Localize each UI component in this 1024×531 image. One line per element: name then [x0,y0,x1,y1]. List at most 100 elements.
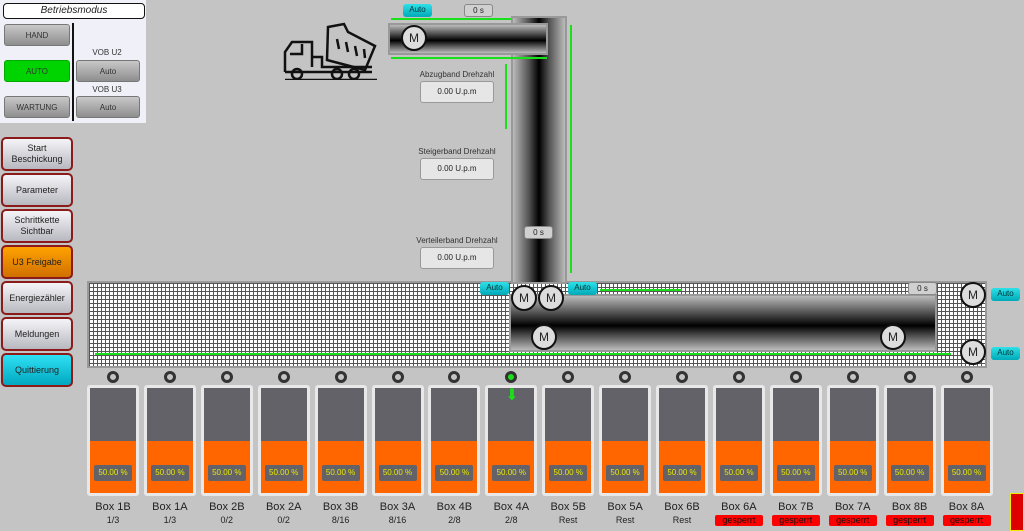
box-name: Box 8B [891,501,928,513]
verteiler-value: 0.00 U.p.m [420,247,494,269]
box-indicator [163,371,176,383]
fill-percent: 50.00 % [549,465,588,481]
energiezaehler-button[interactable]: Energiezähler [1,281,73,315]
box-level[interactable]: 50.00 % [314,385,367,496]
box-level[interactable]: 50.00 % [485,385,538,496]
box-indicator [903,371,916,383]
box-level[interactable]: 50.00 % [826,385,879,496]
motor-icon[interactable]: M [538,285,564,311]
box-level[interactable]: 50.00 % [940,385,993,496]
box-counter: 8/16 [388,515,407,525]
fill-percent: 50.00 % [947,465,986,481]
fill-percent: 50.00 % [663,465,701,481]
box-indicator [619,371,632,383]
box-counter: 0/2 [220,515,234,525]
motor-icon[interactable]: M [960,339,986,365]
wartung-button[interactable]: WARTUNG [4,96,70,118]
box-counter: 8/16 [331,515,350,525]
green-line [570,25,572,273]
vob-u2-label: VOB U2 [92,48,122,57]
box-indicator [505,371,518,383]
right-auto-button-2[interactable]: Auto [991,347,1020,360]
locked-badge: gesperrt [828,515,877,526]
box-indicator [334,371,347,383]
motor-icon[interactable]: M [531,324,557,350]
box-indicator [846,371,859,383]
box-level[interactable]: 50.00 % [200,385,253,496]
box-indicator [220,371,233,383]
box-level[interactable]: 50.00 % [769,385,822,496]
u3-freigabe-button[interactable]: U3 Freigabe [1,245,73,279]
hand-button[interactable]: HAND [4,24,70,46]
box-indicator [789,371,802,383]
box-indicator [732,371,745,383]
box-name: Box 5A [607,501,643,513]
box-name: Box 2A [265,501,302,513]
box-name: Box 7B [778,501,814,513]
box-level[interactable]: 50.00 % [656,385,708,496]
right-timer: 0 s [908,282,937,295]
fill-percent: 50.00 % [776,465,815,481]
box-counter: 0/2 [277,515,290,525]
fill-percent: 50.00 % [321,465,360,481]
box-level[interactable]: 50.00 % [712,385,765,496]
motor-icon[interactable]: M [880,324,906,350]
motor-icon[interactable]: M [511,285,537,311]
box-indicator [391,371,404,383]
abzug-value: 0.00 U.p.m [420,81,494,103]
alarm-indicator[interactable] [1010,493,1024,531]
box-level[interactable]: 50.00 % [143,385,196,496]
abzug-label: Abzugband Drehzahl [419,70,495,79]
fill-percent: 50.00 % [150,465,189,481]
box-name: Box 5B [550,501,586,513]
box-name: Box 1B [95,501,131,513]
right-auto-button-1[interactable]: Auto [991,288,1020,301]
fill-percent: 50.00 % [719,465,758,481]
box-counter: 2/8 [505,515,518,525]
mode-title: Betriebsmodus [3,3,145,19]
vob-u2-button[interactable]: Auto [76,60,140,82]
box-level[interactable]: 50.00 % [883,385,936,496]
green-line [391,18,547,20]
schrittkette-button[interactable]: Schrittkette Sichtbar [1,209,73,243]
green-line [95,353,951,355]
motor-icon[interactable]: M [960,282,986,308]
locked-badge: gesperrt [942,515,991,526]
fill-percent: 50.00 % [207,465,246,481]
box-name: Box 6A [721,501,757,513]
fill-percent: 50.00 % [94,465,132,481]
box-name: Box 3B [322,501,359,513]
left-auto-button[interactable]: Auto [480,282,509,295]
auto-button[interactable]: AUTO [4,60,70,82]
box-level[interactable]: 50.00 % [428,385,481,496]
fill-percent: 50.00 % [492,465,531,481]
fill-percent: 50.00 % [606,465,645,481]
box-indicator [448,371,461,383]
box-counter: 2/8 [448,515,461,525]
vob-u3-button[interactable]: Auto [76,96,140,118]
steiger-value: 0.00 U.p.m [420,158,494,180]
quittierung-button[interactable]: Quittierung [1,353,73,387]
fill-percent: 50.00 % [435,465,474,481]
box-level[interactable]: 50.00 % [542,385,595,496]
box-level[interactable]: 50.00 % [599,385,652,496]
top-belt-auto-button[interactable]: Auto [403,4,432,17]
box-level[interactable]: 50.00 % [87,385,139,496]
box-counter: Rest [615,515,635,525]
start-beschickung-button[interactable]: Start Beschickung [1,137,73,171]
box-level[interactable]: 50.00 % [257,385,310,496]
box-name: Box 2B [209,501,245,513]
motor-icon[interactable]: M [401,25,427,51]
mid-auto-button[interactable]: Auto [568,282,597,295]
box-counter: Rest [672,515,692,525]
box-name: Box 3A [379,501,416,513]
verteiler-timer: 0 s [524,226,553,239]
box-level[interactable]: 50.00 % [371,385,424,496]
meldungen-button[interactable]: Meldungen [1,317,73,351]
fill-percent: 50.00 % [890,465,929,481]
box-indicator [277,371,290,383]
green-line [600,289,682,291]
fill-percent: 50.00 % [378,465,417,481]
green-line [505,64,507,129]
parameter-button[interactable]: Parameter [1,173,73,207]
